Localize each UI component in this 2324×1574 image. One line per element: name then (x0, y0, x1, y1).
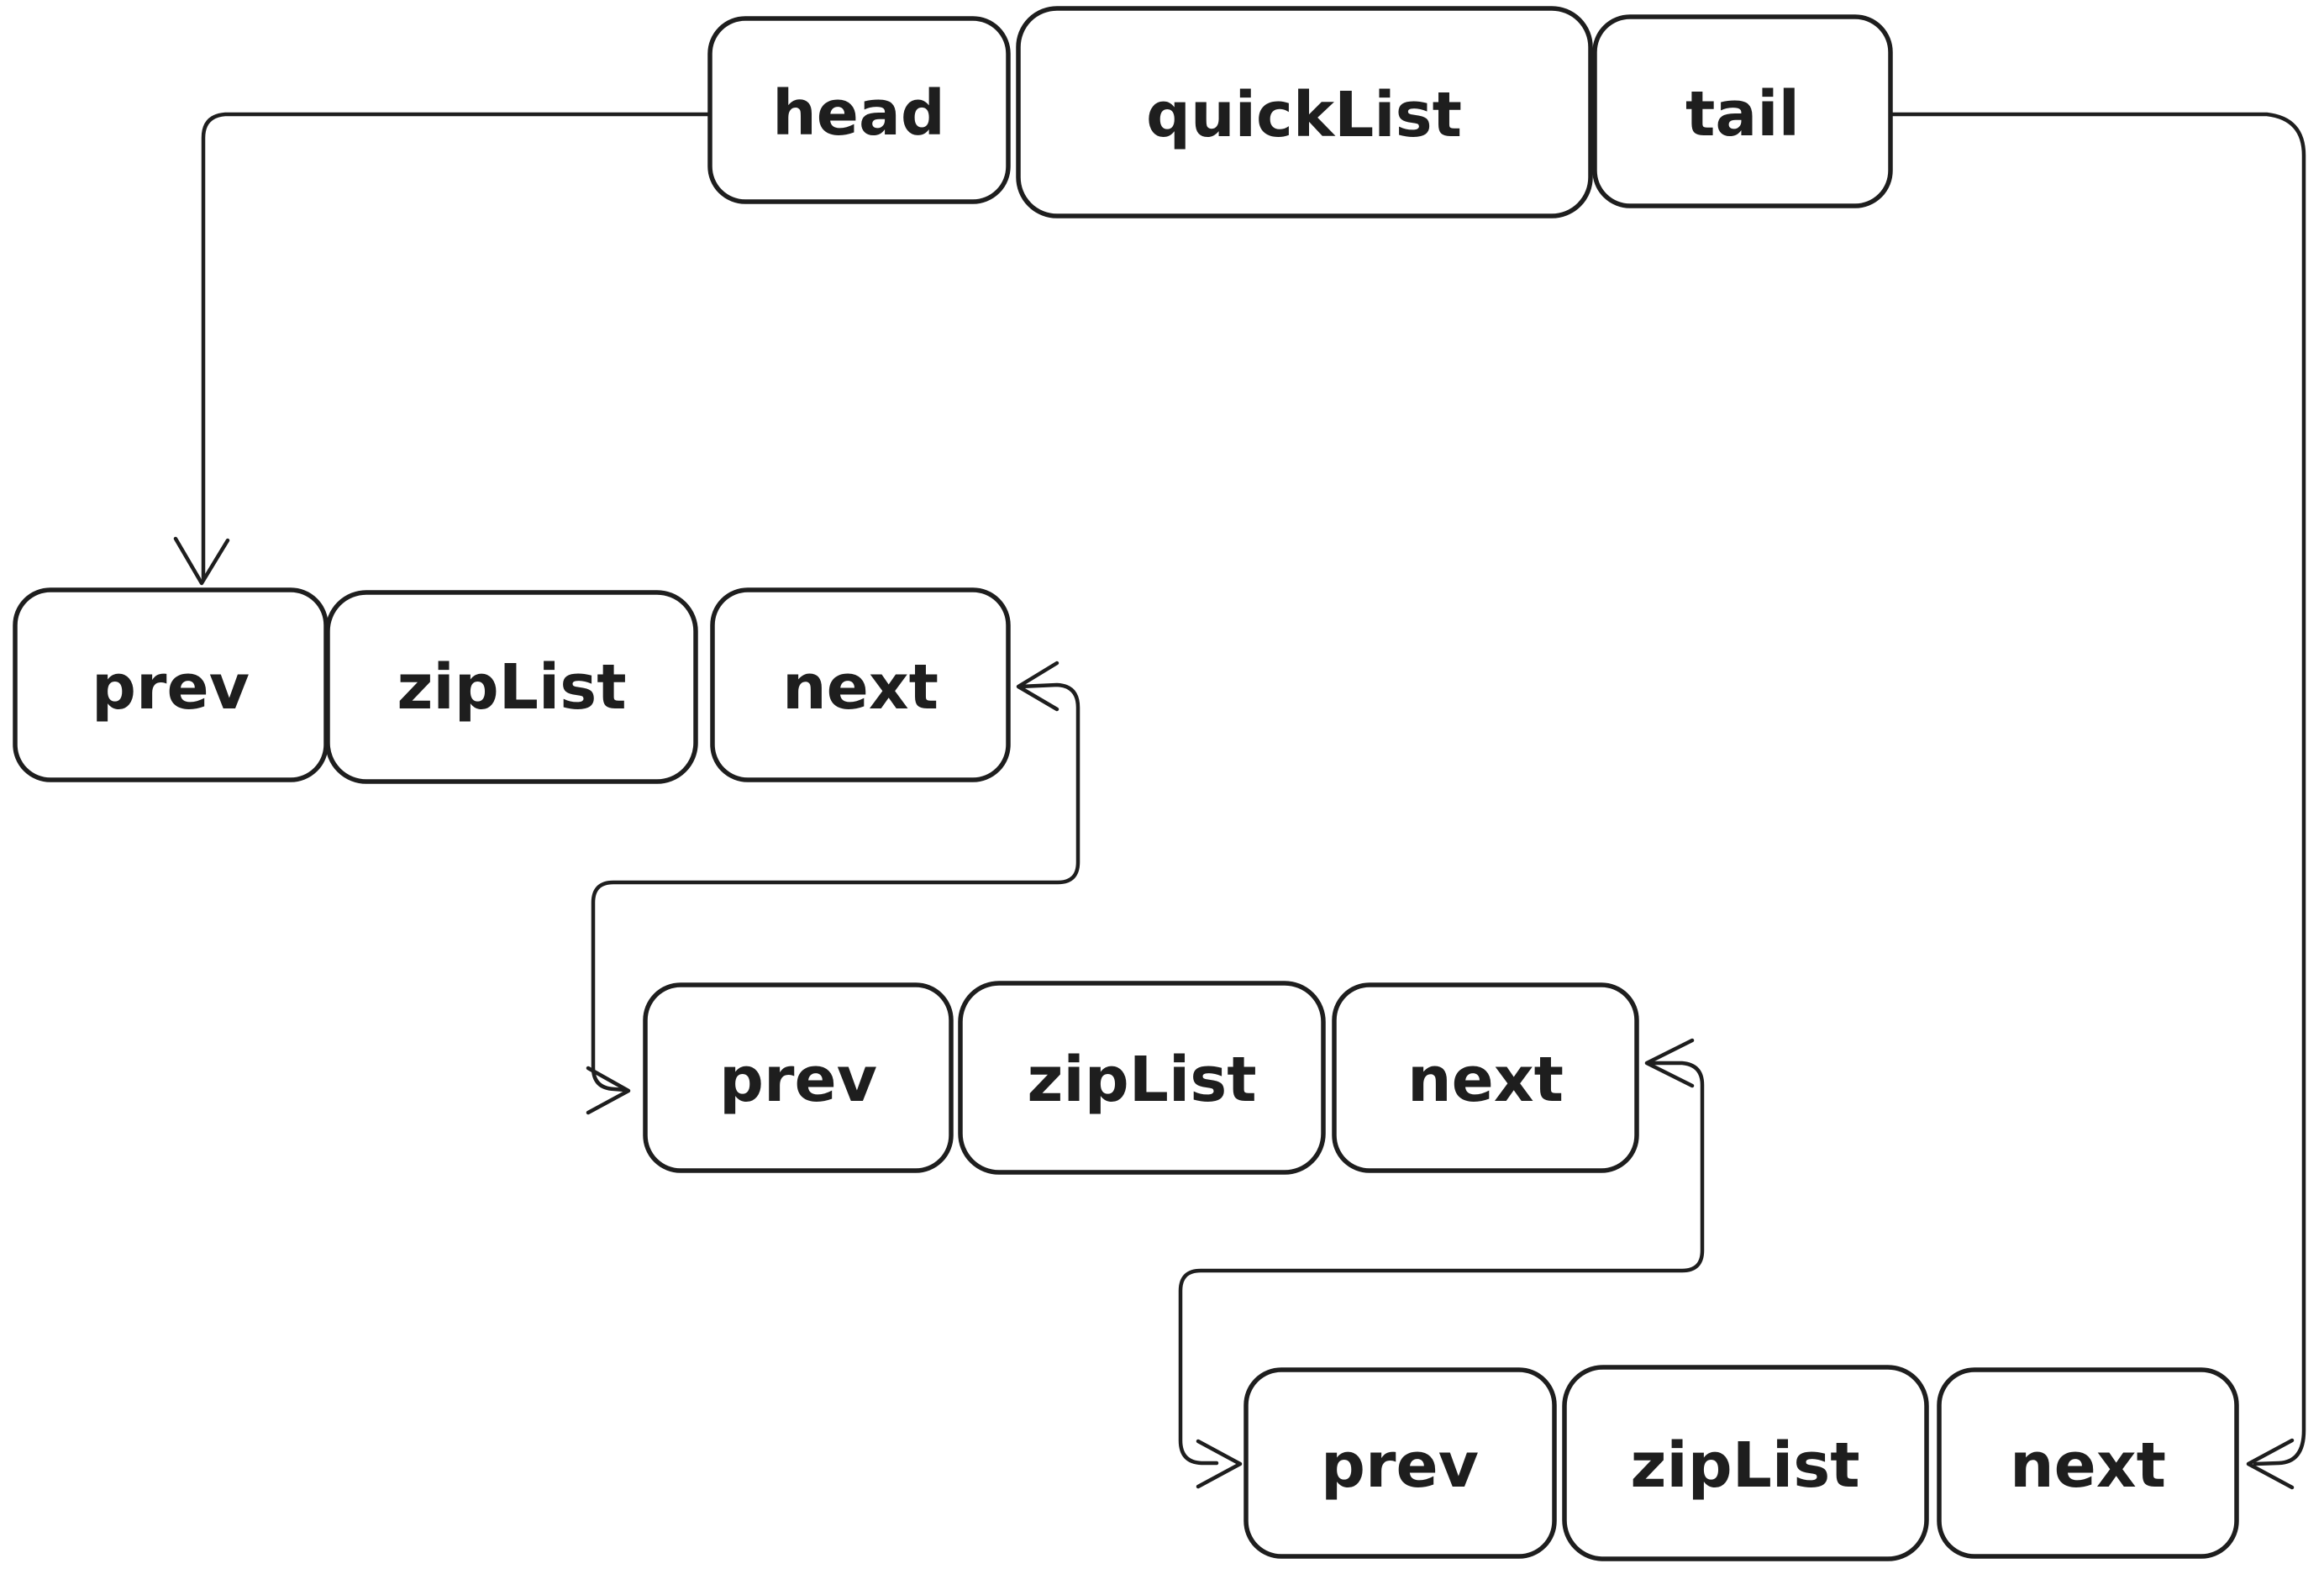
header-row (707, 6, 1893, 218)
node1-ziplist-box (325, 590, 698, 784)
node1-node2-connector (591, 682, 1081, 1092)
node2-ziplist-box (958, 981, 1326, 1175)
node-1 (13, 587, 1011, 784)
head-to-node1-connector (201, 112, 712, 581)
node2-next-label: next (1407, 1044, 1564, 1116)
head-to-node1-arrowhead-down-icon (173, 536, 230, 586)
node3-prev-label: prev (1321, 1429, 1479, 1502)
node3-ziplist-label: zipList (1630, 1429, 1859, 1502)
quicklist-box (1016, 6, 1593, 218)
node2-next-arrowhead-left-icon (1644, 1038, 1695, 1088)
node1-prev-label: prev (92, 651, 250, 724)
node3-ziplist-box (1562, 1365, 1929, 1561)
node1-next-box (710, 587, 1011, 782)
node-2 (643, 981, 1639, 1175)
tail-label: tail (1685, 78, 1800, 150)
node3-next-label: next (2010, 1429, 2166, 1502)
diagram-labels: head quickList tail prev zipList next pr… (92, 77, 2166, 1502)
node1-next-arrowhead-left-icon (1016, 661, 1059, 712)
tail-box (1592, 14, 1893, 208)
node2-ziplist-label: zipList (1027, 1044, 1256, 1116)
quicklist-label: quickList (1146, 79, 1462, 151)
node2-prev-box (643, 982, 954, 1173)
head-box (707, 16, 1011, 204)
node3-prev-arrowhead-right-icon (1196, 1439, 1243, 1489)
node1-ziplist-label: zipList (397, 651, 626, 724)
node2-node3-connector (1178, 1061, 1705, 1466)
node-3 (1243, 1365, 2239, 1561)
node3-next-box (1937, 1367, 2239, 1559)
node3-next-arrowhead-left-icon (2246, 1438, 2295, 1490)
diagram-shapes (13, 6, 2306, 1561)
node2-prev-arrowhead-right-icon (586, 1066, 631, 1115)
node1-next-label: next (782, 651, 939, 724)
node3-prev-box (1243, 1367, 1557, 1559)
node2-prev-label: prev (719, 1044, 877, 1116)
node2-next-box (1332, 982, 1639, 1173)
tail-to-node3-connector (1888, 112, 2306, 1466)
head-label: head (772, 77, 945, 150)
